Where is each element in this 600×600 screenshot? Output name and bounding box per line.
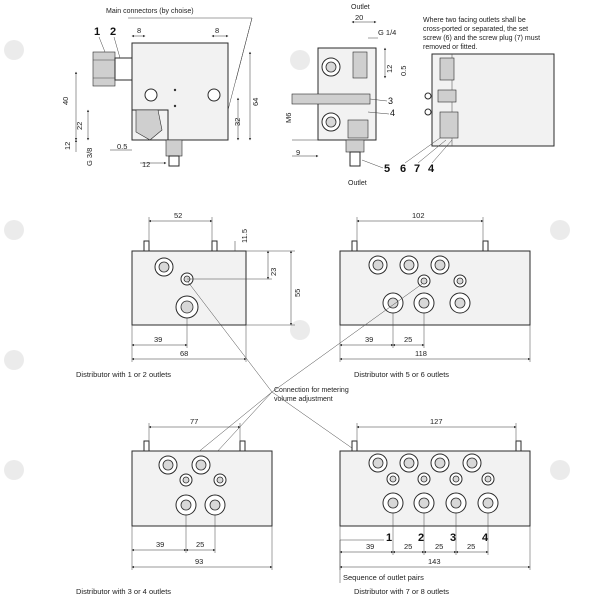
svg-text:1: 1: [94, 26, 100, 38]
svg-text:5: 5: [384, 163, 390, 175]
svg-text:0.5: 0.5: [117, 142, 127, 151]
svg-text:25: 25: [196, 540, 204, 549]
svg-text:0.5: 0.5: [399, 66, 408, 76]
svg-text:22: 22: [75, 122, 84, 130]
svg-text:12: 12: [385, 65, 394, 73]
outlet-pair-4: 4: [482, 532, 489, 544]
svg-text:11.5: 11.5: [240, 229, 249, 243]
outlet-pair-1: 1: [386, 532, 392, 544]
svg-text:52: 52: [174, 211, 182, 220]
svg-text:12: 12: [63, 142, 72, 150]
svg-text:4: 4: [428, 163, 435, 175]
svg-text:Connection for metering: Connection for metering: [274, 387, 349, 394]
svg-text:40: 40: [61, 97, 70, 105]
distributor-7-8-outlets: 127 1 2 3 4 39 25 25 25 143 Sequence of …: [339, 417, 531, 596]
svg-text:6: 6: [400, 163, 406, 175]
svg-text:39: 39: [365, 335, 373, 344]
svg-text:volume adjustment: volume adjustment: [274, 396, 333, 403]
note-line-3: screw (6) and the screw plug (7) must: [423, 35, 540, 42]
top-right-detail-view: Where two facing outlets shall be cross-…: [400, 17, 555, 175]
svg-text:102: 102: [412, 211, 425, 220]
distributor-5-6-outlets: 102 39 25 118 Distributor with 5 or 6 ou…: [339, 211, 531, 379]
watermark-logos: [4, 40, 570, 480]
svg-text:2: 2: [110, 26, 116, 38]
outlet-fitting-side: [165, 139, 183, 157]
svg-text:32: 32: [233, 118, 242, 126]
caption-5-6: Distributor with 5 or 6 outlets: [354, 370, 449, 379]
svg-text:64: 64: [251, 98, 260, 106]
main-connector-nut: [92, 51, 116, 87]
caption-7-8: Distributor with 7 or 8 outlets: [354, 587, 449, 596]
svg-text:25: 25: [404, 335, 412, 344]
set-screw-section: [291, 93, 371, 105]
svg-text:8: 8: [215, 26, 219, 35]
outlet-pair-2: 2: [418, 532, 424, 544]
svg-text:Outlet: Outlet: [351, 4, 370, 11]
svg-text:4: 4: [390, 108, 395, 118]
svg-text:77: 77: [190, 417, 198, 426]
svg-text:12: 12: [142, 160, 150, 169]
svg-text:23: 23: [269, 268, 278, 276]
svg-text:39: 39: [366, 542, 374, 551]
svg-text:25: 25: [435, 542, 443, 551]
svg-text:25: 25: [467, 542, 475, 551]
top-middle-section-view: Outlet 20 G 1/4 12 0.5 M6 9 3 4 5 Outlet: [284, 4, 408, 187]
note-line-4: removed or fitted.: [423, 44, 478, 51]
svg-text:25: 25: [404, 542, 412, 551]
sequence-label: Sequence of outlet pairs: [343, 573, 424, 582]
svg-text:20: 20: [355, 13, 363, 22]
svg-text:68: 68: [180, 349, 188, 358]
svg-text:127: 127: [430, 417, 443, 426]
svg-text:M6: M6: [284, 113, 293, 123]
svg-text:118: 118: [415, 349, 427, 358]
elbow-fitting: [135, 109, 163, 141]
svg-text:55: 55: [293, 289, 302, 297]
note-line-2: cross-ported or separated, the set: [423, 26, 528, 33]
caption-1-2: Distributor with 1 or 2 outlets: [76, 370, 171, 379]
svg-text:7: 7: [414, 163, 420, 175]
distributor-1-2-outlets: 52 11.5 23 55 39 68 Distributor with 1 o…: [76, 211, 302, 379]
note-line-1: Where two facing outlets shall be: [423, 17, 526, 24]
caption-3-4: Distributor with 3 or 4 outlets: [76, 587, 171, 596]
svg-text:39: 39: [156, 540, 164, 549]
svg-text:143: 143: [428, 557, 441, 566]
svg-text:3: 3: [388, 96, 393, 106]
main-connectors-label: Main connectors (by choise): [106, 8, 194, 15]
svg-text:39: 39: [154, 335, 162, 344]
distributor-3-4-outlets: 77 39 25 93 Distributor with 3 or 4 outl…: [76, 417, 273, 596]
svg-text:Outlet: Outlet: [348, 180, 367, 187]
svg-text:G 1/4: G 1/4: [378, 28, 396, 37]
svg-text:G 3/8: G 3/8: [85, 148, 94, 166]
svg-text:93: 93: [195, 557, 203, 566]
outlet-pair-3: 3: [450, 532, 456, 544]
metering-callout: Connection for metering volume adjustmen…: [185, 281, 423, 475]
top-left-side-view: Main connectors (by choise) 1 2 8 8 40 2…: [61, 8, 260, 169]
svg-text:9: 9: [296, 148, 300, 157]
svg-text:8: 8: [137, 26, 141, 35]
